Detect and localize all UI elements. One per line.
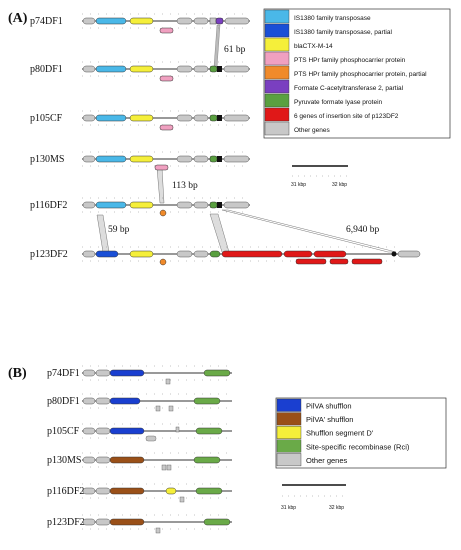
synteny-links-a: [96, 24, 397, 253]
track-label-a-6: p123DF2: [30, 249, 68, 260]
legend-a-swatch-8: [264, 121, 290, 136]
track-label-b-4: p130MS: [47, 455, 81, 466]
annotation-113bp: 113 bp: [172, 181, 198, 191]
legend-a-label-0: IS1380 family transposase: [294, 15, 371, 22]
legend-b-swatch-1: [276, 412, 302, 426]
scale-a-right: 32 kbp: [332, 182, 347, 188]
track-label-a-1: p74DF1: [30, 16, 63, 27]
scale-bar-a: 31 kbp 32 kbp: [291, 165, 348, 188]
legend-a-label-7: 6 genes of insertion site of p123DF2: [294, 113, 399, 120]
legend-a-label-8: Other genes: [294, 127, 331, 134]
legend-b-label-4: Other genes: [306, 456, 348, 465]
scale-b-right: 32 kbp: [329, 505, 344, 511]
gene-pts-partial: [159, 209, 167, 217]
track-a-p105CF: [82, 110, 250, 131]
legend-a-swatch-7: [264, 107, 290, 122]
gene-is1380: [95, 17, 127, 25]
track-label-b-2: p80DF1: [47, 396, 80, 407]
gene-bla: [129, 17, 154, 25]
legend-b-label-3: Site-specific recombinase (Rci): [306, 442, 410, 451]
link-right-insert: [221, 209, 397, 253]
legend-a-swatch-4: [264, 65, 290, 80]
gene-other: [82, 17, 96, 25]
legend-a-swatch-2: [264, 37, 290, 52]
legend-a-label-4: PTS HPr family phosphocarrier protein, p…: [294, 71, 427, 78]
track-label-a-5: p116DF2: [30, 200, 67, 211]
legend-a-label-2: blaCTX-M-14: [294, 43, 333, 50]
legend-b-swatch-0: [276, 398, 302, 412]
annotation-61bp: 61 bp: [224, 45, 246, 55]
annotation-59bp: 59 bp: [108, 225, 130, 235]
legend-b-label-2: Shufflon segment D': [306, 429, 374, 438]
gene-formate: [215, 17, 224, 25]
legend-a-label-3: PTS HPr family phosphocarrier protein: [294, 57, 406, 64]
track-label-b-6: p123DF2: [47, 517, 85, 528]
track-a-p116DF2: [82, 197, 250, 217]
legend-a-swatch-3: [264, 51, 290, 66]
track-a-p74DF1: [82, 13, 250, 34]
track-label-a-2: p80DF1: [30, 64, 63, 75]
legend-a-swatch-1: [264, 23, 290, 38]
scale-bar-b: 31 kbp 32 kbp: [281, 484, 346, 511]
scale-b-left: 31 kbp: [281, 505, 296, 511]
legend-a-swatch-5: [264, 79, 290, 94]
legend-b-label-0: PilVA shufflon: [306, 402, 352, 411]
tracks-b: [82, 365, 232, 534]
legend-a-swatch-0: [264, 9, 290, 24]
track-a-p130MS: [82, 151, 250, 171]
legend-a-label-5: Formate C-acetyltransferase 2, partial: [294, 85, 404, 92]
panel-b-label: (B): [8, 366, 27, 381]
legend-b-swatch-3: [276, 439, 302, 453]
legend-b-swatch-2: [276, 426, 302, 439]
track-a-p123DF2: [82, 246, 421, 266]
track-label-b-3: p105CF: [47, 426, 80, 437]
link-left-insert: [209, 213, 230, 253]
panel-a-label: (A): [8, 11, 28, 26]
track-label-a-3: p105CF: [30, 113, 63, 124]
legend-b-label-1: PilVA' shufflon: [306, 415, 353, 424]
legend-a-label-6: Pyruvate formate lyase protein: [294, 99, 383, 106]
annotation-6940bp: 6,940 bp: [346, 225, 380, 235]
track-label-b-1: p74DF1: [47, 368, 80, 379]
link-61bp: [213, 24, 221, 68]
legend-a-label-1: IS1380 family transposase, partial: [294, 29, 392, 36]
track-label-b-5: p116DF2: [47, 486, 84, 497]
legend-a-swatch-6: [264, 93, 290, 108]
track-a-p80DF1: [82, 61, 250, 82]
track-label-a-4: p130MS: [30, 154, 64, 165]
legend-b-swatch-4: [276, 453, 302, 467]
scale-a-left: 31 kbp: [291, 182, 306, 188]
gene-pts: [159, 27, 174, 34]
